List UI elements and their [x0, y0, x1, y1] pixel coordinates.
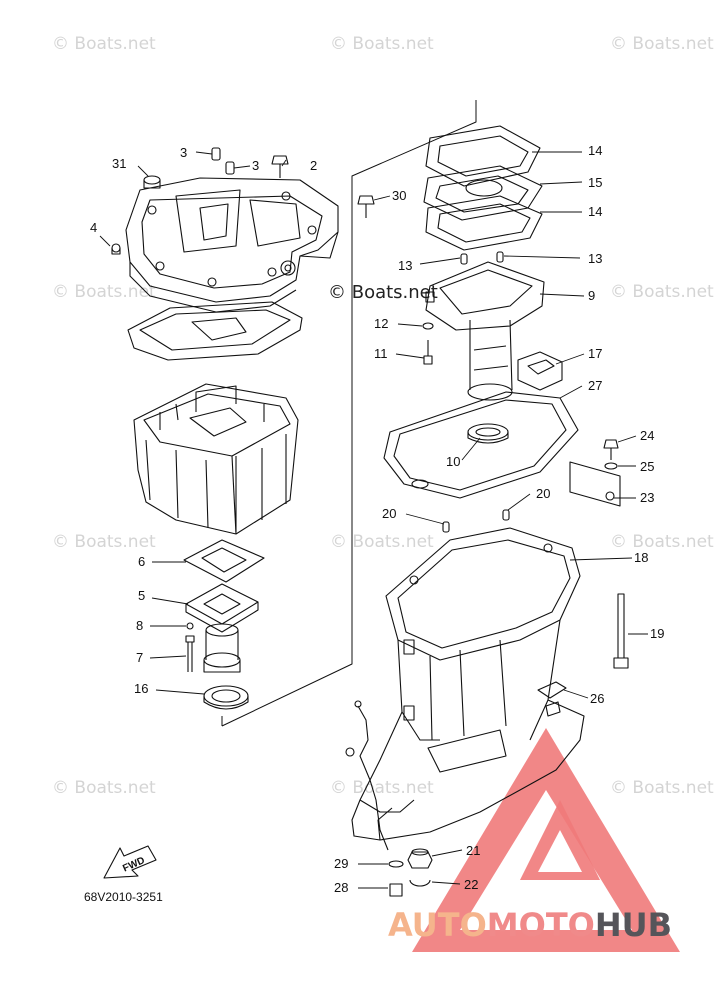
watermark: © Boats.net — [52, 532, 156, 552]
washer-25 — [604, 462, 618, 470]
callout-12: 12 — [374, 316, 388, 331]
callout-29: 29 — [334, 856, 348, 871]
damper-17 — [517, 351, 563, 391]
brand-part-moto: MOTO — [486, 906, 595, 944]
callout-15: 15 — [588, 175, 602, 190]
brand-part-auto: AUTO — [388, 906, 487, 944]
watermark: © Boats.net — [330, 532, 434, 552]
pin-13a — [460, 253, 468, 265]
gasket-14-bottom — [425, 195, 543, 251]
ground-wire — [345, 700, 389, 851]
watermark: © Boats.net — [330, 778, 434, 798]
callout-27: 27 — [588, 378, 602, 393]
watermark: © Boats.net — [52, 282, 156, 302]
callout-24: 24 — [640, 428, 654, 443]
callout-11: 11 — [374, 346, 388, 361]
leader-lines — [99, 151, 648, 889]
bolt-11 — [423, 340, 433, 365]
watermark: © Boats.net — [610, 34, 714, 54]
bolt-24 — [603, 439, 619, 460]
callout-9: 9 — [588, 288, 595, 303]
exhaust-gasket — [127, 301, 303, 361]
clip-22 — [409, 879, 431, 887]
callout-25: 25 — [640, 459, 654, 474]
fwd-arrow-icon: FWD — [103, 845, 157, 879]
callout-6: 6 — [138, 554, 145, 569]
callout-2: 2 — [310, 158, 317, 173]
gasket-27 — [383, 391, 579, 499]
watermark: © Boats.net — [610, 778, 714, 798]
washer-12 — [422, 322, 434, 330]
plug-31 — [143, 175, 161, 189]
pin-20b — [502, 509, 510, 521]
watermark: © Boats.net — [610, 282, 714, 302]
bolt-28 — [389, 883, 403, 897]
callout-28: 28 — [334, 880, 348, 895]
upper-casing-18 — [351, 527, 585, 841]
pin-3b — [225, 161, 235, 175]
gasket-14-top — [425, 125, 541, 187]
callout-3b: 3 — [252, 158, 259, 173]
callout-23: 23 — [640, 490, 654, 505]
callout-3a: 3 — [180, 145, 187, 160]
callout-10: 10 — [446, 454, 460, 469]
watermark: © Boats.net — [610, 532, 714, 552]
oil-pan — [133, 383, 299, 535]
watermark: © Boats.net — [52, 778, 156, 798]
exhaust-manifold-9 — [425, 261, 545, 401]
callout-20b: 20 — [536, 486, 550, 501]
seal-10 — [467, 423, 509, 444]
callout-4: 4 — [90, 220, 97, 235]
pin-3a — [211, 147, 221, 161]
seal-16 — [203, 685, 249, 710]
callout-21: 21 — [466, 843, 480, 858]
center-watermark: © Boats.net — [328, 282, 438, 303]
bolt-19 — [613, 593, 629, 669]
muffler-plate — [185, 583, 259, 673]
callout-22: 22 — [464, 877, 478, 892]
watermark: © Boats.net — [330, 34, 434, 54]
callout-14a: 14 — [588, 143, 602, 158]
callout-18: 18 — [634, 550, 648, 565]
plug-26 — [537, 681, 567, 717]
callout-16: 16 — [134, 681, 148, 696]
bolt-4 — [111, 243, 121, 255]
automotohub-wordmark: AUTOMOTOHUB — [388, 906, 672, 944]
callout-30: 30 — [392, 188, 406, 203]
washer-29 — [388, 860, 404, 868]
callout-7: 7 — [136, 650, 143, 665]
plate-23 — [569, 461, 621, 507]
callout-13b: 13 — [588, 251, 602, 266]
callout-31: 31 — [112, 156, 126, 171]
gasket-6 — [183, 539, 265, 583]
watermark: © Boats.net — [52, 34, 156, 54]
pin-13b — [496, 251, 504, 263]
pin-20a — [442, 521, 450, 533]
automotohub-logo-icon — [412, 728, 680, 952]
exhaust-guide — [125, 177, 339, 313]
callout-5: 5 — [138, 588, 145, 603]
callout-8: 8 — [136, 618, 143, 633]
callout-17: 17 — [588, 346, 602, 361]
brand-part-hub: HUB — [594, 906, 673, 944]
callout-20a: 20 — [382, 506, 396, 521]
callout-14b: 14 — [588, 204, 602, 219]
diagram-code: 68V2010-3251 — [84, 890, 163, 904]
callout-26: 26 — [590, 691, 604, 706]
bolt-30 — [357, 195, 375, 218]
plug-21 — [407, 848, 433, 869]
callout-13a: 13 — [398, 258, 412, 273]
bolt-2 — [271, 155, 289, 178]
callout-19: 19 — [650, 626, 664, 641]
